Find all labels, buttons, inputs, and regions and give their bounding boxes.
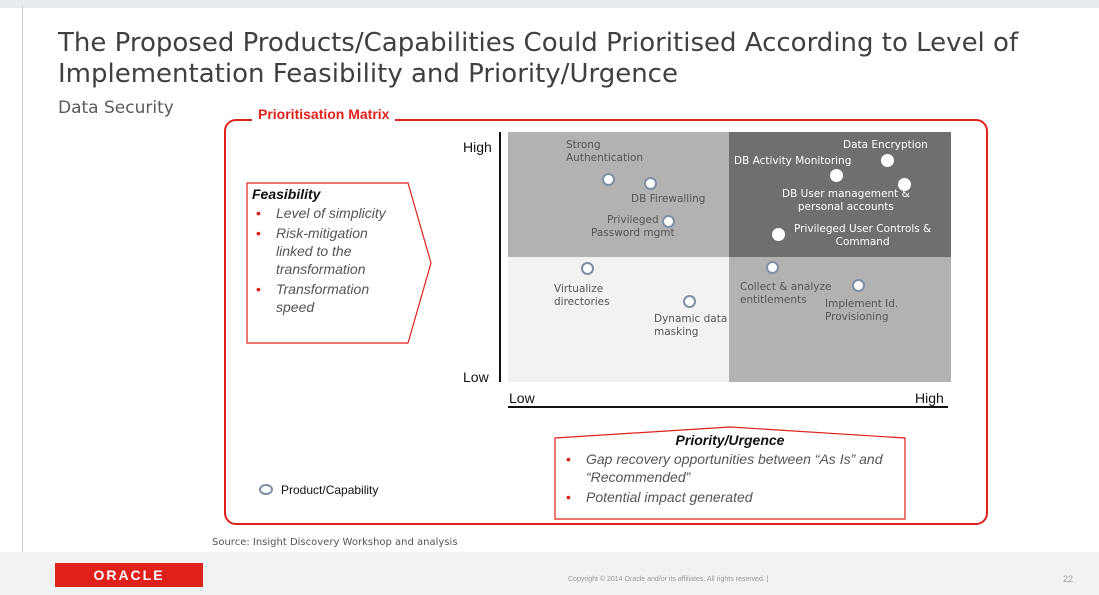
priority-heading: Priority/Urgence [675,432,785,448]
product-marker-db-user-management [898,178,911,191]
y-axis [499,132,501,382]
priority-bullet: •Potential impact generated [566,489,753,505]
matrix-title: Prioritisation Matrix [252,106,396,122]
legend-marker-icon [259,484,273,496]
feasibility-heading: Feasibility [252,186,321,202]
product-marker-data-encryption [881,154,894,167]
feasibility-bullet: •Level of simplicity [256,205,386,221]
slide-subtitle: Data Security [58,98,174,118]
priority-callout: Priority/Urgence •Gap recovery opportuni… [554,426,906,520]
product-marker-implement-id-provisioning [852,279,865,292]
feasibility-bullet: •Risk-mitigation linked to the transform… [256,225,368,277]
product-marker-dynamic-data-masking [683,295,696,308]
y-axis-low-label: Low [463,369,489,385]
legend-label: Product/Capability [281,483,379,497]
product-marker-collect-entitlements [766,261,779,274]
legend: Product/Capability [259,483,378,497]
feasibility-arrow-shape [246,182,432,344]
priority-arrow-shape [554,426,906,520]
x-axis [508,406,948,408]
oracle-logo: ORACLE [55,563,203,587]
point-label-privileged-user-controls: Privileged User Controls &Command [794,223,932,248]
copyright-text: Copyright © 2014 Oracle and/or its affil… [568,576,769,583]
y-axis-high-label: High [463,139,492,155]
x-axis-low-label: Low [509,390,535,406]
quadrant-top-left [508,132,729,257]
page-number: 22 [1063,574,1074,584]
point-label-implement-id-provisioning: Implement Id.Provisioning [825,298,899,323]
feasibility-bullet: •Transformation speed [256,281,370,315]
left-rule [22,6,23,566]
source-note: Source: Insight Discovery Workshop and a… [212,537,458,548]
product-marker-db-activity-monitoring [830,169,843,182]
priority-bullet: •Gap recovery opportunities between “As … [566,451,883,485]
slide-title: The Proposed Products/Capabilities Could… [58,28,1019,89]
feasibility-callout: Feasibility •Level of simplicity •Risk-m… [246,182,432,344]
point-label-data-encryption: Data Encryption [843,139,928,151]
quadrant-bottom-left [508,257,729,382]
x-axis-high-label: High [915,390,944,406]
quadrant-bottom-right [729,257,951,382]
point-label-db-firewalling: DB Firewalling [631,193,706,205]
point-label-db-user-management: DB User management &personal accounts [782,188,910,213]
top-bar [0,0,1099,8]
product-marker-virtualize-directories [581,262,594,275]
product-marker-privileged-password [662,215,675,228]
product-marker-strong-authentication [602,173,615,186]
matrix-frame [224,119,988,525]
product-marker-db-firewalling [644,177,657,190]
point-label-db-activity-monitoring: DB Activity Monitoring [734,155,852,167]
product-marker-privileged-user-controls [772,228,785,241]
quadrant-top-right [729,132,951,257]
